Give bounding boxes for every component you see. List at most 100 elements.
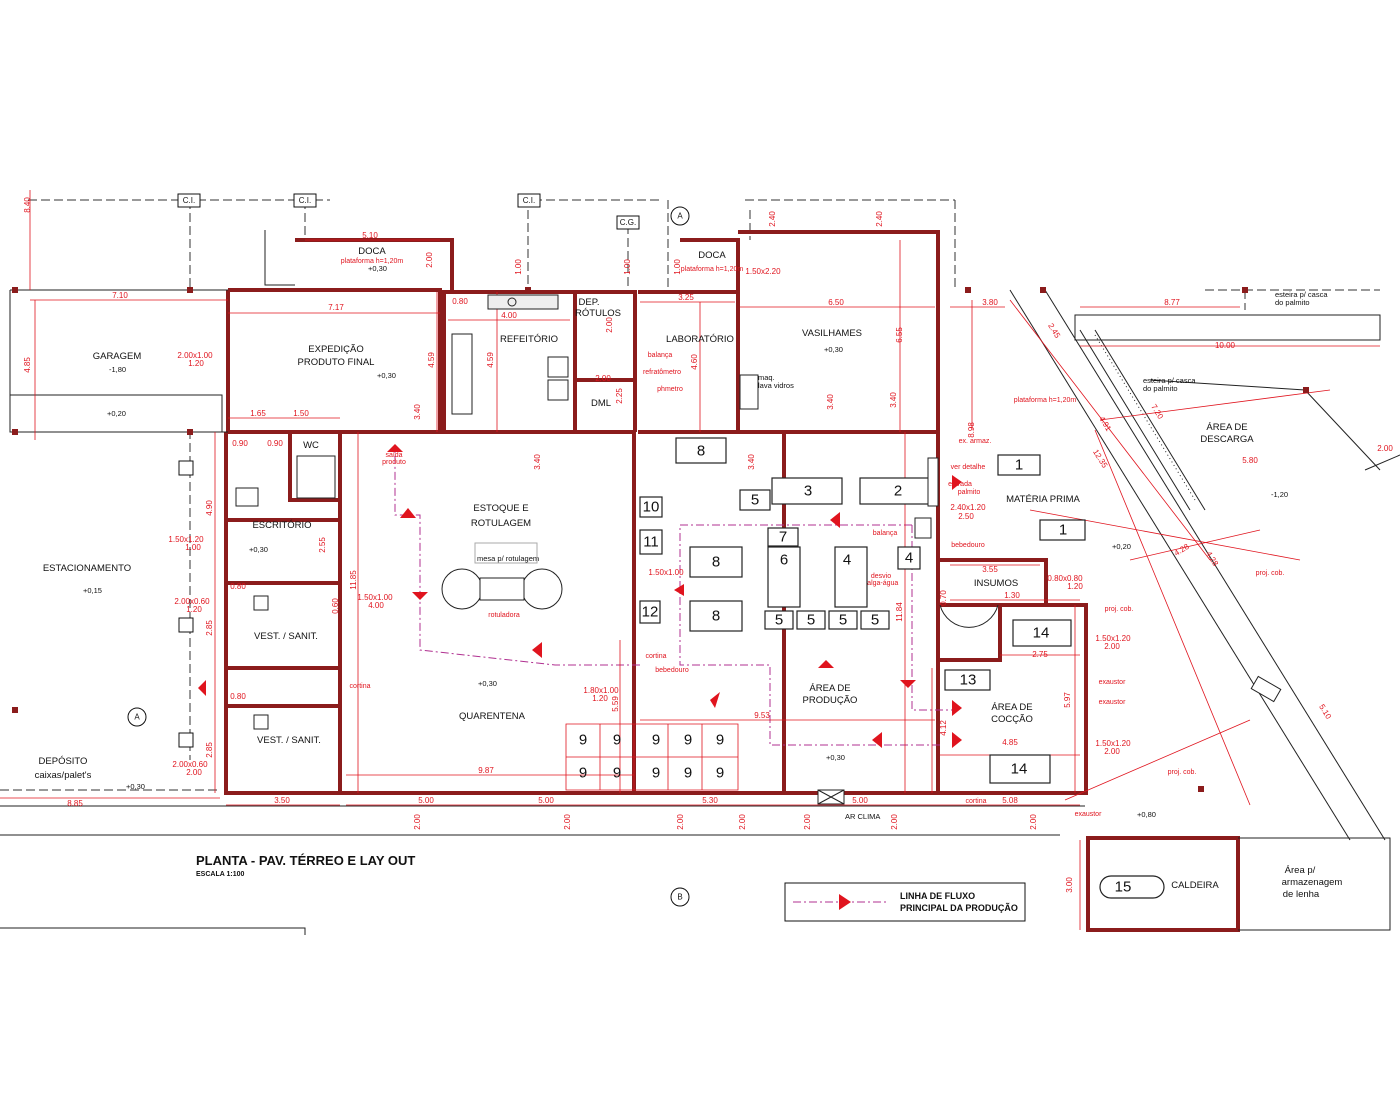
room-coccao: ÁREA DE xyxy=(991,702,1032,713)
dim: 2.00 xyxy=(1029,814,1038,830)
note-plataforma-3: plataforma h=1,20m xyxy=(1014,397,1077,404)
dim: 5.10 xyxy=(1317,703,1333,721)
dim: 2.25 xyxy=(615,388,624,404)
grid-marker-ci-2 xyxy=(293,193,317,208)
dim: 3.40 xyxy=(413,404,422,420)
dim: 1.65 xyxy=(250,409,266,418)
dim: 2.85 xyxy=(205,742,214,758)
room-materia-prima: MATÉRIA PRIMA xyxy=(1006,494,1080,505)
equipment-6: 6 xyxy=(780,552,788,569)
outlines xyxy=(9,230,1400,841)
dim: 0.70 xyxy=(939,590,948,606)
equipment-4-a: 4 xyxy=(843,552,851,569)
dim: 5.80 xyxy=(1242,456,1258,465)
level-materia: +0,20 xyxy=(1112,542,1131,551)
room-insumos: INSUMOS xyxy=(974,578,1018,589)
section-marker-a-top xyxy=(670,206,690,226)
room-vest-2: VEST. / SANIT. xyxy=(257,735,321,746)
room-producao: ÁREA DE xyxy=(809,683,850,694)
dim: 2.00 xyxy=(1104,642,1120,651)
section-marker-a-top-label: A xyxy=(677,212,683,221)
level-doca: +0,30 xyxy=(368,264,387,273)
dim: 5.00 xyxy=(418,796,434,805)
dim: 4.60 xyxy=(690,354,699,370)
room-dml: DML xyxy=(591,398,611,409)
room-estoque-sub: ROTULAGEM xyxy=(471,518,531,529)
note-esteira-2b: do palmito xyxy=(1143,384,1178,393)
level-quarentena: +0,30 xyxy=(478,679,497,688)
equipment-1-b: 1 xyxy=(1059,522,1067,539)
dim: 1.50x1.20 xyxy=(1095,739,1131,748)
drawing-scale: ESCALA 1:100 xyxy=(196,871,244,878)
dim: 1.20 xyxy=(1067,582,1083,591)
equipment-8-mid: 8 xyxy=(712,554,720,571)
dim: 1.00 xyxy=(514,259,523,275)
room-expedicao: EXPEDIÇÃO xyxy=(308,344,363,355)
note-balanca-2: balança xyxy=(873,530,898,537)
dim: 2.00 xyxy=(186,768,202,777)
dim: 2.45 xyxy=(1046,322,1062,340)
note-ex-armaz: ex. armaz. xyxy=(959,438,992,445)
equipment-12: 12 xyxy=(642,604,659,621)
dim: 1.50x1.00 xyxy=(357,593,393,602)
dim: 11.84 xyxy=(895,602,904,622)
dim: 8.98 xyxy=(967,422,976,438)
columns xyxy=(12,287,1309,792)
dim: 5.97 xyxy=(1063,692,1072,708)
note-esteira-1b: do palmito xyxy=(1275,298,1310,307)
dim: 2.40x1.20 xyxy=(950,503,986,512)
section-marker-b-bottom-label: B xyxy=(677,893,682,902)
level-garagem: -1,80 xyxy=(109,365,126,374)
dim: 1.20 xyxy=(188,359,204,368)
legend-line-1: LINHA DE FLUXO xyxy=(900,891,975,901)
dim: 1.50x2.20 xyxy=(745,267,781,276)
room-labels: GARAGEM ESTACIONAMENTO DEPÓSITO caixas/p… xyxy=(35,246,1343,900)
level-escritorio: +0,30 xyxy=(249,545,268,554)
room-dep-rotulos: DEP. xyxy=(579,297,600,308)
grid-marker-cg-label: C.G. xyxy=(620,218,636,227)
level-expedicao: +0,30 xyxy=(377,371,396,380)
grid-marker-ci-6 xyxy=(178,732,194,748)
dim: 0.60 xyxy=(331,598,340,614)
room-doca-left: DOCA xyxy=(358,246,386,257)
pallet-9: 9 xyxy=(684,765,692,782)
dim: 2.00 xyxy=(890,814,899,830)
dim: 1.50x1.20 xyxy=(168,535,204,544)
note-phmetro: phmetro xyxy=(657,386,683,393)
room-quarentena: QUARENTENA xyxy=(459,711,526,722)
dim: 5.08 xyxy=(1002,796,1018,805)
dim: 0.80 xyxy=(452,297,468,306)
equipment-11: 11 xyxy=(643,534,659,551)
dim: 1.30 xyxy=(1004,591,1020,600)
dim: 0.90 xyxy=(232,439,248,448)
room-deposito: DEPÓSITO xyxy=(39,756,88,767)
note-plataforma-1: plataforma h=1,20m xyxy=(341,258,404,265)
note-proj-cob-3: proj. cob. xyxy=(1256,570,1285,577)
dim: 2.40 xyxy=(768,211,777,227)
note-entrada-2: palmito xyxy=(958,489,981,496)
room-coccao-sub: COCÇÃO xyxy=(991,714,1033,725)
pallet-9: 9 xyxy=(716,765,724,782)
dim: 11.85 xyxy=(349,570,358,590)
note-cortina-2: cortina xyxy=(645,653,666,660)
room-deposito-sub: caixas/palet's xyxy=(35,770,92,781)
equipment-5-b: 5 xyxy=(775,612,783,629)
dim: 2.75 xyxy=(1032,650,1048,659)
dim: 4.12 xyxy=(939,720,948,736)
dimension-labels: 7.10 7.17 5.10 4.00 3.25 6.50 3.80 8.77 … xyxy=(23,197,1393,893)
room-wc: WC xyxy=(303,440,319,451)
room-descarga: ÁREA DE xyxy=(1206,422,1247,433)
dim: 2.00 xyxy=(676,814,685,830)
note-balanca-1: balança xyxy=(648,352,673,359)
note-bebedouro-2: bebedouro xyxy=(951,542,985,549)
drawing-title: PLANTA - PAV. TÉRREO E LAY OUT xyxy=(196,853,415,868)
note-cortina-1: cortina xyxy=(349,683,370,690)
dim: 1.00 xyxy=(185,543,201,552)
room-doca-right: DOCA xyxy=(698,250,726,261)
dim: 1.20 xyxy=(592,694,608,703)
dim: 4.85 xyxy=(23,357,32,373)
dim: 2.50 xyxy=(958,512,974,521)
dim: 4.90 xyxy=(205,500,214,516)
dim: 4.00 xyxy=(368,601,384,610)
